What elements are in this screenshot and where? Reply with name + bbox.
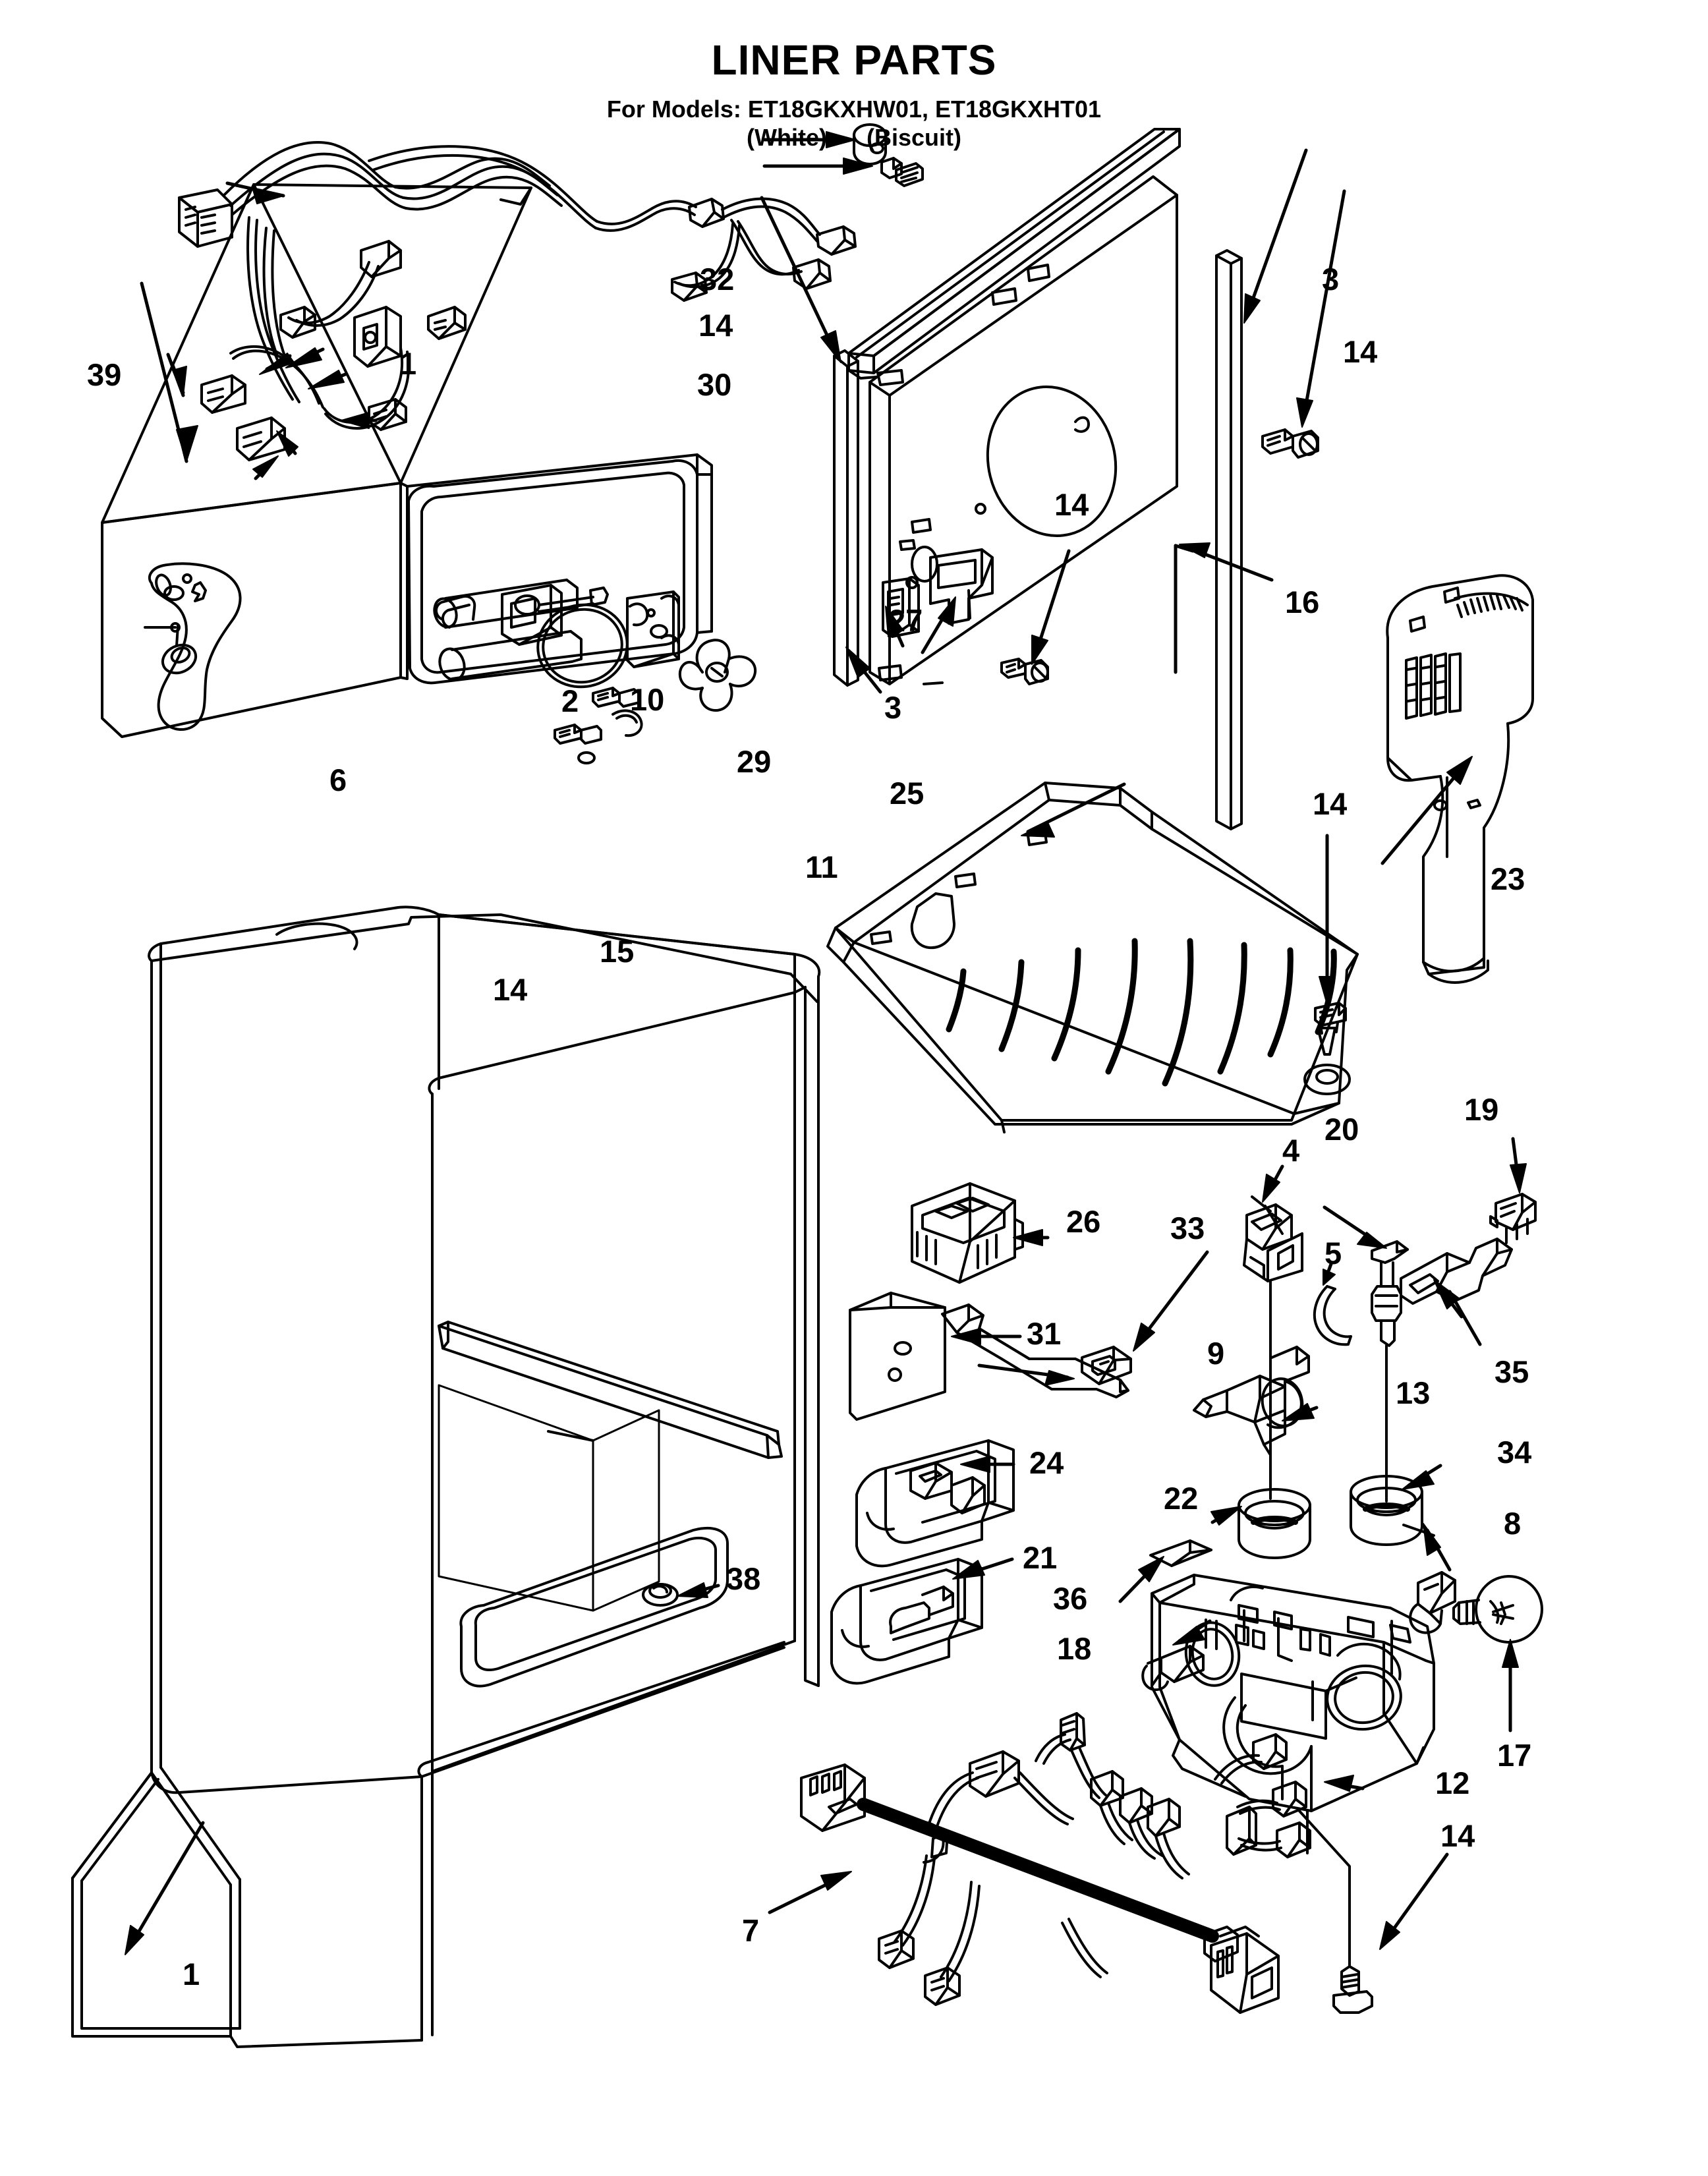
control-housing-base <box>1151 1574 1435 1854</box>
callout-17: 17 <box>1497 1738 1532 1773</box>
callout-14-e: 14 <box>1313 786 1348 821</box>
callout-20: 20 <box>1324 1112 1359 1147</box>
callout-14-d: 14 <box>493 972 528 1007</box>
trim-strip-right <box>1215 148 1308 830</box>
callout-10: 10 <box>630 682 665 717</box>
callout-14-c: 14 <box>1054 487 1089 522</box>
clip <box>1489 1137 1537 1244</box>
callout-14-f: 14 <box>1440 1818 1475 1853</box>
color-white-label: (White) <box>747 123 827 151</box>
callout-12: 12 <box>1435 1765 1470 1800</box>
screw-upper-right <box>1261 189 1346 459</box>
callout-2: 2 <box>561 683 579 718</box>
control-knobs <box>1210 1464 1442 1559</box>
callout-21: 21 <box>1023 1540 1058 1575</box>
callout-25: 25 <box>890 776 925 811</box>
callout-4: 4 <box>1282 1133 1300 1168</box>
small-clip <box>1081 1250 1209 1385</box>
callout-39: 39 <box>87 357 122 392</box>
callout-15: 15 <box>600 934 635 969</box>
freezer-liner-illustration <box>101 183 757 764</box>
callout-8: 8 <box>1504 1506 1522 1541</box>
callout-30: 30 <box>697 367 732 402</box>
callout-5: 5 <box>1324 1236 1342 1271</box>
screw-bottom-right <box>1297 1620 1449 2014</box>
trim-strip-left <box>833 349 882 694</box>
callout-22: 22 <box>1164 1481 1199 1516</box>
callout-29: 29 <box>737 744 772 779</box>
callout-35: 35 <box>1494 1354 1529 1389</box>
connector-block <box>1243 1164 1303 1500</box>
callout-14-b: 14 <box>1343 334 1378 369</box>
callout-13: 13 <box>1396 1375 1431 1410</box>
callout-26: 26 <box>1066 1204 1101 1239</box>
callout-23: 23 <box>1491 861 1525 896</box>
drip-pan <box>826 782 1359 1133</box>
callout-38: 38 <box>726 1561 761 1596</box>
callout-1-bottom: 1 <box>183 1957 200 1991</box>
callout-16: 16 <box>1285 585 1320 619</box>
callout-3-top-right: 3 <box>1322 262 1340 297</box>
insulation-tab <box>1118 1539 1212 1603</box>
damper-control <box>1193 1346 1319 1456</box>
model-line: For Models: ET18GKXHW01, ET18GKXHT01 <box>606 96 1102 123</box>
callout-27: 27 <box>888 603 923 638</box>
rear-panel <box>868 175 1274 685</box>
callout-9: 9 <box>1207 1336 1225 1371</box>
callout-34: 34 <box>1497 1435 1532 1470</box>
retainer-clip <box>1313 1262 1352 1346</box>
callout-31: 31 <box>1027 1316 1062 1351</box>
lever-arm <box>1400 1238 1513 1346</box>
callout-1-top: 1 <box>399 346 417 381</box>
lower-cabinet-liner <box>71 905 821 2048</box>
callout-18: 18 <box>1057 1631 1092 1666</box>
foam-block-upper <box>855 1439 1015 1568</box>
bulb-and-socket <box>1402 1523 1543 1732</box>
callout-33: 33 <box>1170 1211 1205 1245</box>
main-wire-harness <box>768 1712 1311 2014</box>
callout-11: 11 <box>805 849 838 884</box>
callout-6: 6 <box>329 762 347 797</box>
callout-19: 19 <box>1464 1092 1499 1127</box>
switch-assembly <box>911 1182 1050 1284</box>
title-block: LINER PARTS For Models: ET18GKXHW01, ET1… <box>0 38 1708 152</box>
air-duct-tower <box>1381 574 1534 984</box>
callout-24: 24 <box>1029 1445 1064 1480</box>
callout-3-mid: 3 <box>884 690 902 725</box>
callout-32: 32 <box>700 262 735 297</box>
foam-block-lower <box>830 1557 1014 1685</box>
callout-36: 36 <box>1053 1581 1088 1616</box>
page-title: LINER PARTS <box>711 36 997 84</box>
freezer-wire-harness-illustration <box>140 141 857 463</box>
spacer-bushing-and-screw <box>762 123 924 187</box>
callout-7: 7 <box>742 1913 760 1948</box>
callout-14-a: 14 <box>698 308 733 343</box>
